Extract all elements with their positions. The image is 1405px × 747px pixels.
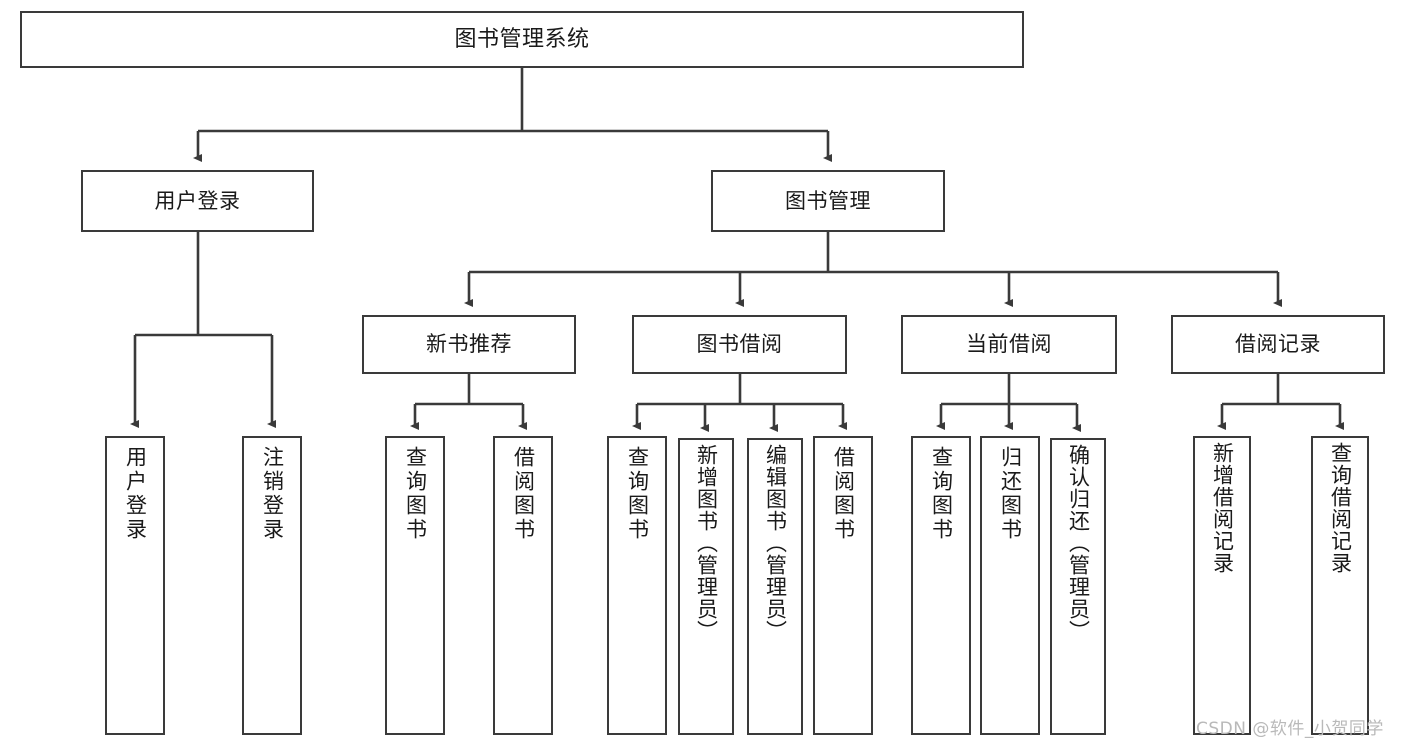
leaf-add-borrow-record[interactable]: 新增借阅记录	[1193, 436, 1251, 735]
node-label: 借阅图书	[831, 446, 856, 542]
node-borrow-record[interactable]: 借阅记录	[1171, 315, 1385, 374]
leaf-query-book-recommend[interactable]: 查询图书	[385, 436, 445, 735]
node-current-borrow[interactable]: 当前借阅	[901, 315, 1117, 374]
node-label: 新增图书（管理员）	[694, 444, 719, 642]
leaf-borrow-book-recommend[interactable]: 借阅图书	[493, 436, 553, 735]
leaf-edit-book-admin[interactable]: 编辑图书（管理员）	[747, 438, 803, 735]
node-label: 查询借阅记录	[1328, 442, 1353, 574]
leaf-query-book-borrow[interactable]: 查询图书	[607, 436, 667, 735]
node-label: 借阅图书	[511, 446, 536, 542]
node-label: 借阅记录	[1235, 332, 1321, 357]
node-label: 注销登录	[260, 446, 285, 542]
node-label: 确认归还（管理员）	[1066, 444, 1091, 642]
node-label: 图书管理	[785, 188, 871, 213]
csdn-watermark: CSDN @软件_小贺同学	[1196, 719, 1384, 739]
leaf-query-book-current[interactable]: 查询图书	[911, 436, 971, 735]
node-label: 图书借阅	[696, 332, 783, 357]
leaf-return-book[interactable]: 归还图书	[980, 436, 1040, 735]
node-root-book-management-system[interactable]: 图书管理系统	[20, 11, 1024, 68]
node-label: 当前借阅	[966, 332, 1052, 357]
leaf-query-borrow-record[interactable]: 查询借阅记录	[1311, 436, 1369, 735]
node-label: 查询图书	[625, 446, 650, 542]
node-user-login[interactable]: 用户登录	[81, 170, 314, 232]
leaf-add-book-admin[interactable]: 新增图书（管理员）	[678, 438, 734, 735]
leaf-logout-login[interactable]: 注销登录	[242, 436, 302, 735]
node-label: 新增借阅记录	[1210, 442, 1235, 574]
node-label: 编辑图书（管理员）	[763, 444, 788, 642]
node-label: 查询图书	[929, 446, 954, 542]
leaf-borrow-book-borrow[interactable]: 借阅图书	[813, 436, 873, 735]
node-label: 新书推荐	[426, 332, 512, 357]
node-label: 用户登录	[123, 446, 148, 542]
node-label: 用户登录	[154, 188, 241, 213]
node-new-book-recommend[interactable]: 新书推荐	[362, 315, 576, 374]
leaf-user-login[interactable]: 用户登录	[105, 436, 165, 735]
node-label: 归还图书	[998, 446, 1023, 542]
leaf-confirm-return-admin[interactable]: 确认归还（管理员）	[1050, 438, 1106, 735]
node-book-management[interactable]: 图书管理	[711, 170, 945, 232]
node-label: 图书管理系统	[454, 26, 590, 52]
node-label: 查询图书	[403, 446, 428, 542]
node-book-borrow[interactable]: 图书借阅	[632, 315, 847, 374]
